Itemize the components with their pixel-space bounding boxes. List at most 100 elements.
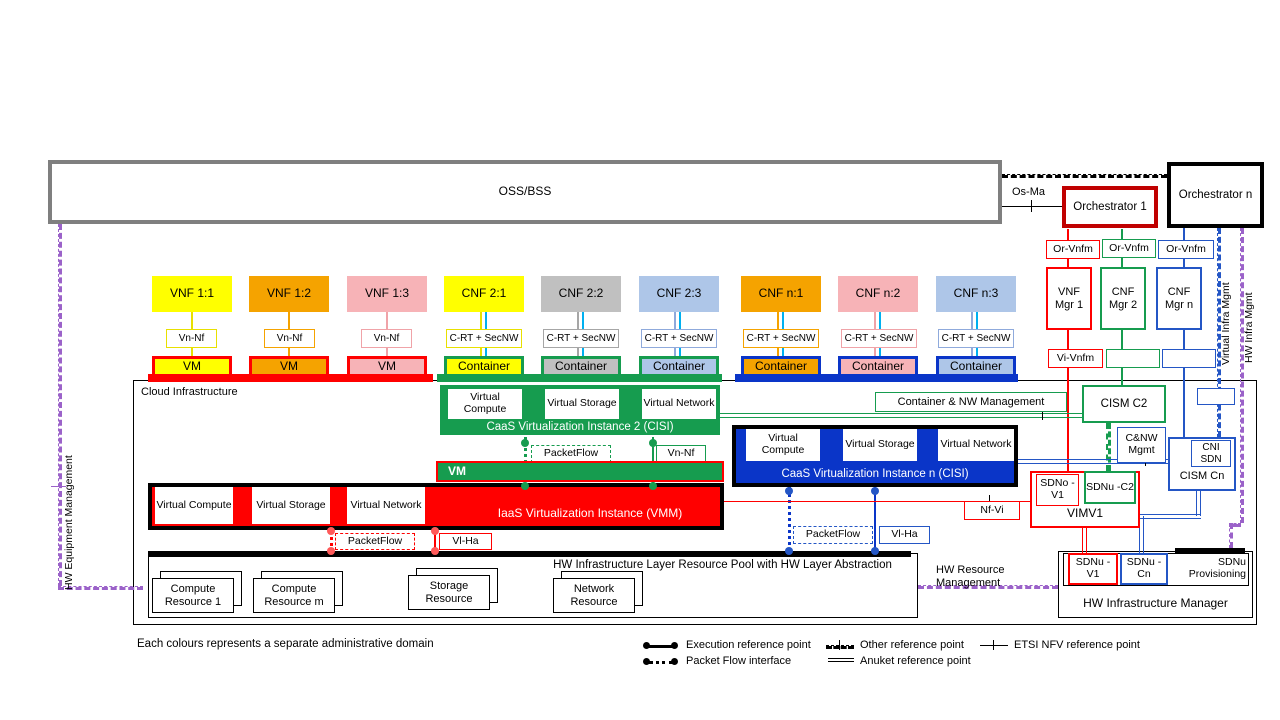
nfvi-label: Nf-Vi bbox=[964, 501, 1020, 520]
legend-execution-dot-right bbox=[671, 642, 678, 649]
legend-execution-label: Execution reference point bbox=[686, 639, 811, 651]
vimv1-label: VIMV1 bbox=[1066, 506, 1103, 520]
caasn-virtual-storage: Virtual Storage bbox=[843, 429, 917, 461]
dot-caas2-vnnf-bottom bbox=[649, 482, 657, 490]
dot-caasn-vlha-bottom bbox=[871, 547, 879, 555]
virtual-infra-mgmt-line bbox=[1217, 228, 1221, 437]
hw-resource-mgmt-line bbox=[918, 585, 1058, 589]
caas2-cismc2-tick bbox=[1042, 408, 1043, 420]
legend-other-label: Other reference point bbox=[860, 639, 964, 651]
cism-c2-box: CISM C2 bbox=[1082, 385, 1166, 423]
vimv1-sdnuv1-line bbox=[1082, 528, 1087, 553]
nf-box-vnf12: VNF 1:2 bbox=[249, 276, 329, 312]
dot-caasn-vlha-top bbox=[871, 487, 879, 495]
virtual-infra-mgmt-label: Virtual Infra Mgmt bbox=[1220, 282, 1232, 365]
iaas-virtual-network: Virtual Network bbox=[347, 487, 425, 524]
hw-abstraction-bar bbox=[148, 551, 911, 557]
vlha-label-red: Vl-Ha bbox=[439, 533, 492, 550]
legend-etsi-tick bbox=[993, 640, 994, 650]
iaas-virtual-compute: Virtual Compute bbox=[155, 487, 233, 524]
nf-box-cnf23: CNF 2:3 bbox=[639, 276, 719, 312]
legend-packetflow-dot-left bbox=[643, 658, 650, 665]
hw-infra-mgmt-line-v bbox=[1240, 228, 1244, 523]
legend-anuket-label: Anuket reference point bbox=[860, 655, 971, 667]
iaas-virtual-storage: Virtual Storage bbox=[252, 487, 330, 524]
vnnf-label-2: Vn-Nf bbox=[264, 329, 315, 348]
legend-note: Each colours represents a separate admin… bbox=[137, 638, 434, 650]
cnw-mgmt-box: C&NW Mgmt bbox=[1117, 427, 1166, 463]
or-vnfm-label-green: Or-Vnfm bbox=[1102, 239, 1156, 258]
caas2-domain-bar bbox=[437, 374, 722, 382]
nf-box-cnfn3: CNF n:3 bbox=[936, 276, 1016, 312]
legend-anuket-icon bbox=[828, 658, 854, 662]
legend-packetflow-icon bbox=[649, 661, 673, 664]
hw-equipment-mgmt-label: HW Equipment Management bbox=[63, 455, 75, 590]
vnnf-label-1: Vn-Nf bbox=[166, 329, 217, 348]
legend-etsi-icon bbox=[980, 645, 1008, 646]
caasn-virtual-compute: Virtual Compute bbox=[746, 429, 820, 461]
container-nw-mgmt-label: Container & NW Management bbox=[875, 392, 1067, 412]
cloud-infrastructure-label: Cloud Infrastructure bbox=[141, 386, 238, 398]
osma-tick bbox=[1031, 200, 1032, 212]
hw-infra-mgmt-jog-v bbox=[1229, 523, 1233, 548]
vnnf-label-3: Vn-Nf bbox=[361, 329, 412, 348]
vnf-mgr1-box: VNF Mgr 1 bbox=[1046, 267, 1092, 330]
crt-secnw-label-2: C-RT + SecNW bbox=[543, 329, 619, 348]
dot-caasn-pf-bottom bbox=[785, 547, 793, 555]
storage-resource: Storage Resource bbox=[408, 575, 490, 610]
caas2-virtual-network: Virtual Network bbox=[642, 389, 716, 419]
dot-iaas-pf-top bbox=[327, 527, 335, 535]
osma-label: Os-Ma bbox=[1012, 186, 1045, 198]
container-box-3: Container bbox=[639, 356, 719, 377]
nf-box-vnf11: VNF 1:1 bbox=[152, 276, 232, 312]
caasn-domain-bar bbox=[735, 374, 1018, 382]
caasn-virtual-network: Virtual Network bbox=[938, 429, 1014, 461]
nfvi-line bbox=[724, 501, 1030, 502]
caas2-cismc2-anuket-line bbox=[720, 413, 1082, 418]
hw-equipment-mgmt-tick bbox=[51, 486, 66, 487]
vi-vnfm-label: Vi-Vnfm bbox=[1048, 349, 1103, 368]
hw-infra-mgmt-label: HW Infra Mgmt bbox=[1243, 292, 1255, 363]
cism-cn-label: CISM Cn bbox=[1179, 470, 1225, 482]
container-box-2: Container bbox=[541, 356, 621, 377]
container-box-1: Container bbox=[444, 356, 524, 377]
oss-orchestratorn-dashed-line bbox=[1002, 174, 1167, 178]
oss-bss-box: OSS/BSS bbox=[48, 160, 1002, 224]
cni-sdn-box: CNI SDN bbox=[1191, 440, 1231, 467]
sdnu-v1-box: SDNu -V1 bbox=[1068, 553, 1118, 585]
hw-resource-mgmt-label: HW Resource Management bbox=[936, 564, 1005, 589]
iaas-vlha-line bbox=[434, 530, 436, 552]
sdnu-provisioning-label: SDNu Provisioning bbox=[1188, 556, 1246, 581]
cismcn-down-line bbox=[1196, 491, 1201, 516]
hw-equipment-mgmt-line-v bbox=[58, 224, 62, 586]
or-vnfm-label-red: Or-Vnfm bbox=[1046, 240, 1100, 259]
sdno-v1-box: SDNo -V1 bbox=[1036, 474, 1079, 506]
network-resource: Network Resource bbox=[553, 578, 635, 613]
hw-equipment-mgmt-line-h bbox=[58, 586, 143, 590]
vi-vnfm-empty-green bbox=[1106, 349, 1160, 368]
legend-packetflow-dot-right bbox=[671, 658, 678, 665]
nf-box-cnf21: CNF 2:1 bbox=[444, 276, 524, 312]
vm-box-1: VM bbox=[152, 356, 232, 377]
dot-iaas-pf-bottom bbox=[327, 547, 335, 555]
crt-secnw-label-5: C-RT + SecNW bbox=[841, 329, 917, 348]
compute-resource-1: Compute Resource 1 bbox=[152, 578, 234, 613]
sdnu-cn-box: SDNu -Cn bbox=[1120, 553, 1168, 585]
packetflow-label-red: PacketFlow bbox=[335, 533, 415, 550]
vlha-label-blue: Vl-Ha bbox=[879, 526, 930, 544]
container-box-4: Container bbox=[741, 356, 821, 377]
legend-execution-dot-left bbox=[643, 642, 650, 649]
cismcn-sdnucn-line bbox=[1139, 516, 1144, 553]
crt-secnw-label-4: C-RT + SecNW bbox=[743, 329, 819, 348]
orchestrator1-box: Orchestrator 1 bbox=[1062, 186, 1158, 228]
caasn-packetflow-line bbox=[788, 487, 791, 552]
legend-etsi-label: ETSI NFV reference point bbox=[1014, 639, 1140, 651]
caas2-virtual-storage: Virtual Storage bbox=[545, 389, 619, 419]
osma-line bbox=[1002, 206, 1062, 207]
dot-caas2-pf-top bbox=[521, 439, 529, 447]
sdnu-c2-box: SDNu -C2 bbox=[1084, 471, 1136, 504]
cismcn-left-line bbox=[1139, 514, 1201, 519]
cnf-mgrn-box: CNF Mgr n bbox=[1156, 267, 1202, 330]
dot-iaas-vlha-top bbox=[431, 527, 439, 535]
